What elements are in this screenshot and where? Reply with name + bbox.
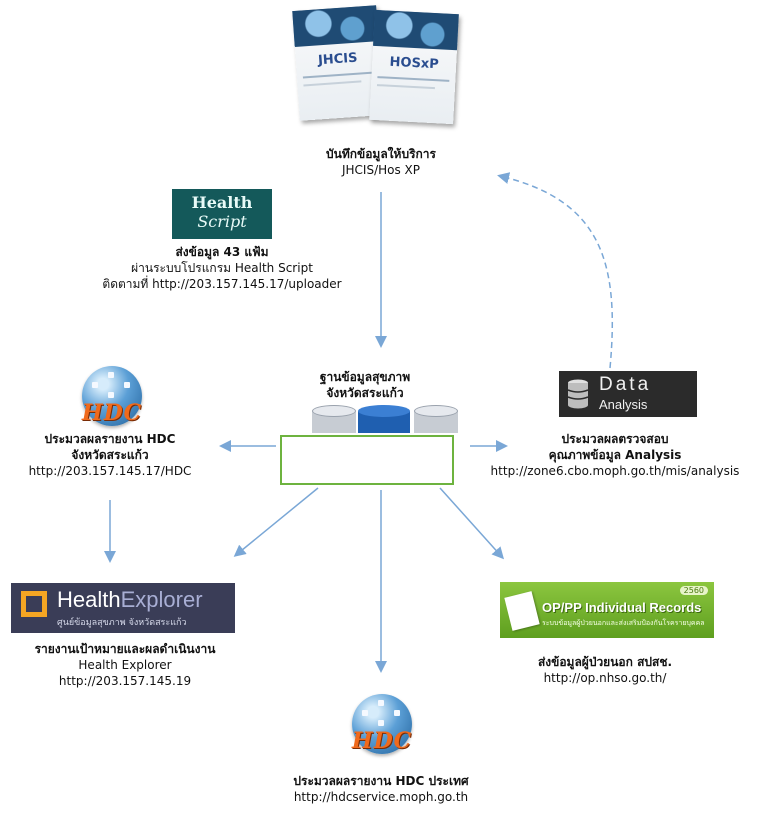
- document-icon: [504, 591, 540, 631]
- op-pp-line2: http://op.nhso.go.th/: [543, 671, 667, 685]
- hdc-left-line3: http://203.157.145.17/HDC: [28, 464, 192, 478]
- op-pp-logo: 2560 OP/PP Individual Records ระบบข้อมูล…: [500, 582, 714, 638]
- health-explorer-line3: http://203.157.145.19: [58, 674, 192, 688]
- hdc-bottom-line1: ประมวลผลรายงาน HDC ประเทศ: [293, 774, 469, 788]
- health-explorer-line2: Health Explorer: [78, 658, 172, 672]
- data-analysis-logo-line1: Data: [599, 374, 652, 395]
- hdc-left-caption: ประมวลผลรายงาน HDC จังหวัดสระแก้ว http:/…: [10, 431, 210, 479]
- data-analysis-line2: คุณภาพข้อมูล Analysis: [548, 448, 682, 462]
- health-script-line1: ส่งข้อมูล 43 แฟ้ม: [175, 245, 269, 259]
- database-line1: ฐานข้อมูลสุขภาพ: [319, 370, 411, 384]
- arrow-db-to-op-pp: [439, 487, 505, 560]
- hdc-bottom-icon-word: HDC: [351, 728, 413, 754]
- health-explorer-caption: รายงานเป้าหมายและผลดำเนินงาน Health Expl…: [0, 641, 250, 689]
- hosxp-book-cover: HOSxP: [369, 9, 459, 125]
- op-pp-year-badge: 2560: [679, 586, 708, 595]
- health-script-line2: ผ่านระบบโปรแกรม Health Script: [131, 261, 313, 275]
- health-explorer-logo-part1: Health: [57, 587, 121, 612]
- arrow-analysis-feedback: [497, 172, 613, 369]
- hdc-left-line2: จังหวัดสระแก้ว: [71, 448, 149, 462]
- hdc-left-line1: ประมวลผลรายงาน HDC: [44, 432, 176, 446]
- op-pp-logo-title: OP/PP Individual Records: [542, 600, 702, 615]
- health-script-logo-line1: Health: [191, 193, 253, 212]
- data-analysis-logo: Data Analysis: [559, 371, 697, 417]
- database-icon-left: [312, 405, 356, 433]
- health-explorer-logo: HealthExplorer ศูนย์ข้อมูลสุขภาพ จังหวัด…: [11, 583, 235, 633]
- data-analysis-caption: ประมวลผลตรวจสอบ คุณภาพข้อมูล Analysis ht…: [470, 431, 760, 479]
- jhcis-caption-th: บันทึกข้อมูลให้บริการ: [326, 147, 436, 161]
- data-analysis-line3: http://zone6.cbo.moph.go.th/mis/analysis: [490, 464, 740, 478]
- database-box: [280, 435, 454, 485]
- health-script-caption: ส่งข้อมูล 43 แฟ้ม ผ่านระบบโปรแกรม Health…: [90, 244, 354, 292]
- database-icon: [567, 379, 589, 409]
- data-analysis-line1: ประมวลผลตรวจสอบ: [561, 432, 669, 446]
- jhcis-caption-en: JHCIS/Hos XP: [341, 163, 421, 177]
- arrow-db-to-explorer: [233, 487, 319, 557]
- jhcis-caption: บันทึกข้อมูลให้บริการ JHCIS/Hos XP: [281, 146, 481, 178]
- hdc-bottom-caption: ประมวลผลรายงาน HDC ประเทศ http://hdcserv…: [250, 773, 512, 805]
- op-pp-caption: ส่งข้อมูลผู้ป่วยนอก สปสช. http://op.nhso…: [490, 654, 720, 686]
- database-caption: ฐานข้อมูลสุขภาพ จังหวัดสระแก้ว: [290, 369, 440, 401]
- hdc-bottom-line2: http://hdcservice.moph.go.th: [293, 790, 469, 804]
- health-explorer-square-icon: [21, 591, 47, 617]
- hdc-left-icon-word: HDC: [81, 400, 143, 426]
- database-line2: จังหวัดสระแก้ว: [326, 386, 404, 400]
- op-pp-line1: ส่งข้อมูลผู้ป่วยนอก สปสช.: [537, 655, 673, 669]
- hosxp-book-title: HOSxP: [389, 54, 440, 73]
- health-explorer-logo-part2: Explorer: [120, 587, 203, 612]
- database-icon-right: [414, 405, 458, 433]
- jhcis-book-title: JHCIS: [317, 50, 358, 69]
- database-icon-center: [358, 405, 410, 433]
- health-script-logo-line2: Script: [197, 212, 247, 231]
- hdc-left-icon: HDC: [72, 366, 152, 436]
- data-analysis-logo-line2: Analysis: [599, 397, 648, 412]
- health-explorer-line1: รายงานเป้าหมายและผลดำเนินงาน: [34, 642, 216, 656]
- hdc-bottom-icon: HDC: [342, 694, 422, 764]
- op-pp-logo-sub: ระบบข้อมูลผู้ป่วยนอกและส่งเสริมป้องกันโร…: [542, 619, 705, 627]
- health-script-line3: ติดตามที่ http://203.157.145.17/uploader: [102, 277, 342, 291]
- health-explorer-logo-sub: ศูนย์ข้อมูลสุขภาพ จังหวัดสระแก้ว: [57, 618, 187, 628]
- health-script-logo: Health Script: [172, 189, 272, 239]
